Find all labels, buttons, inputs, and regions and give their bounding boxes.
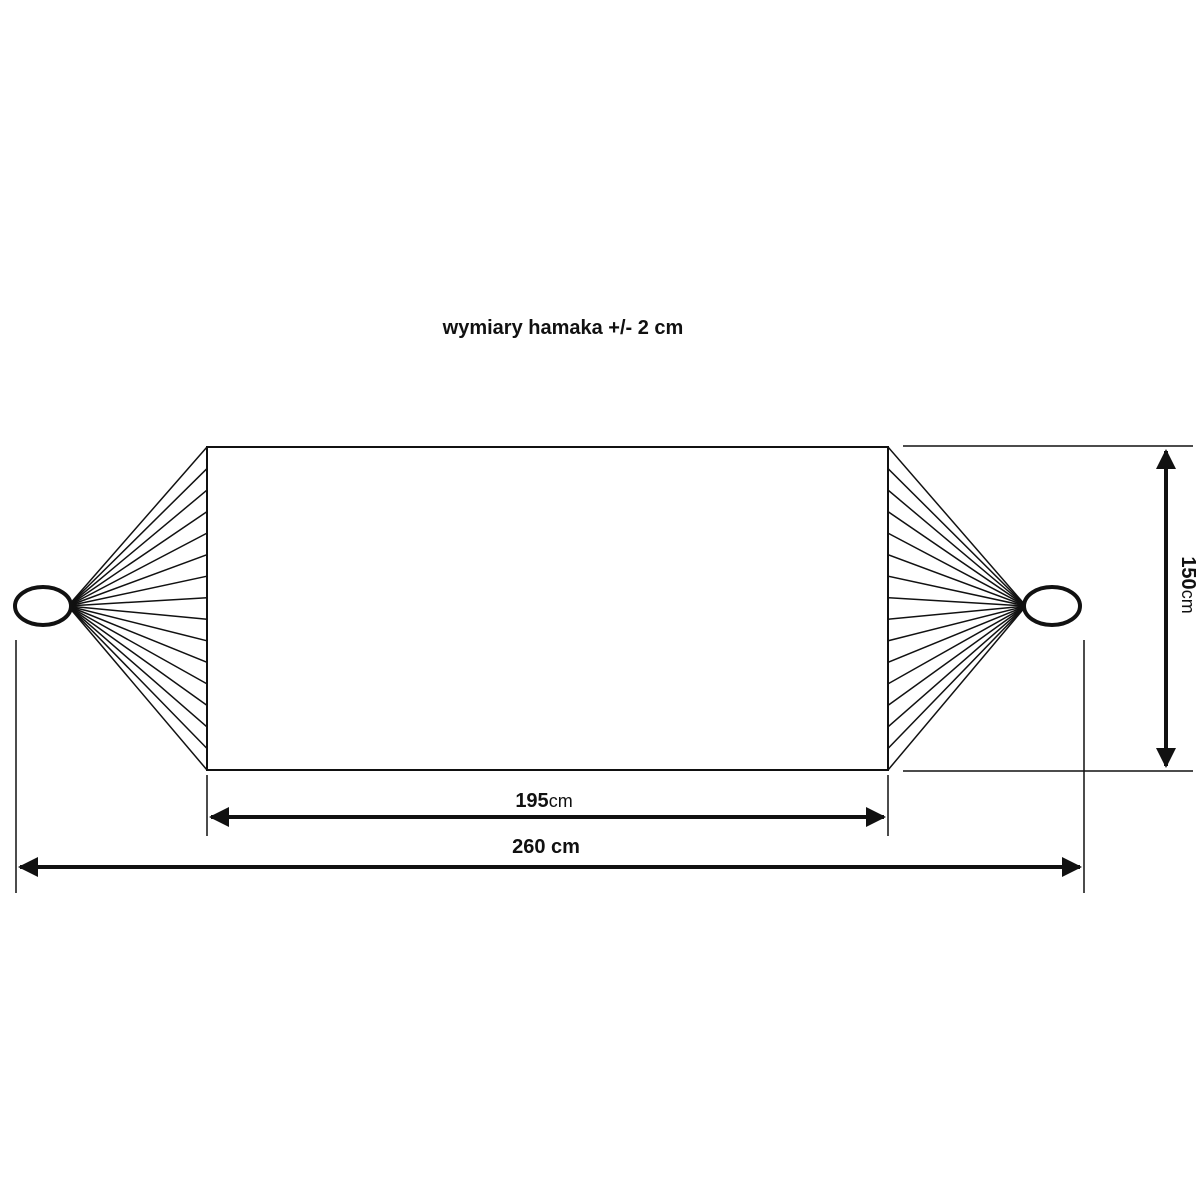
hammock-bed xyxy=(206,446,889,771)
right-suspension-string xyxy=(887,605,1027,642)
left-suspension-string xyxy=(67,605,208,621)
left-suspension-string xyxy=(67,605,208,642)
left-end-ring xyxy=(13,585,73,627)
bed-length-label: 195cm xyxy=(515,790,572,812)
left-suspension-string xyxy=(67,489,208,607)
left-suspension-string xyxy=(67,605,208,771)
right-suspension-string xyxy=(887,605,1027,685)
left-suspension-string xyxy=(67,446,208,607)
left-suspension-string xyxy=(67,605,208,728)
right-end-ring xyxy=(1022,585,1082,627)
right-suspension-strings xyxy=(887,446,1027,771)
left-suspension-strings xyxy=(67,446,208,771)
left-suspension-string xyxy=(67,532,208,607)
right-suspension-string xyxy=(887,553,1027,607)
bed-length-unit: cm xyxy=(549,791,573,811)
right-suspension-string xyxy=(887,489,1027,607)
left-suspension-string xyxy=(67,605,208,685)
width-label: 150cm xyxy=(1177,556,1199,613)
right-suspension-string xyxy=(887,532,1027,607)
width-unit: cm xyxy=(1178,590,1198,614)
left-suspension-string xyxy=(67,575,208,607)
bed-length-value: 195 xyxy=(515,790,548,812)
left-suspension-string xyxy=(67,553,208,607)
total-length-label: 260 cm xyxy=(512,836,580,858)
right-suspension-string xyxy=(887,605,1027,707)
right-suspension-string xyxy=(887,605,1027,728)
left-suspension-string xyxy=(67,605,208,749)
left-suspension-string xyxy=(67,605,208,707)
right-suspension-string xyxy=(887,605,1027,749)
right-suspension-string xyxy=(887,575,1027,607)
right-suspension-string xyxy=(887,605,1027,771)
right-suspension-string xyxy=(887,446,1027,607)
left-suspension-string xyxy=(67,510,208,607)
right-suspension-string xyxy=(887,605,1027,621)
diagram-title: wymiary hamaka +/- 2 cm xyxy=(442,317,684,339)
right-suspension-string xyxy=(887,605,1027,664)
right-suspension-string xyxy=(887,468,1027,607)
right-suspension-string xyxy=(887,510,1027,607)
width-value: 150 xyxy=(1177,556,1199,589)
left-suspension-string xyxy=(67,596,208,607)
left-suspension-string xyxy=(67,468,208,607)
left-suspension-string xyxy=(67,605,208,664)
right-suspension-string xyxy=(887,596,1027,607)
